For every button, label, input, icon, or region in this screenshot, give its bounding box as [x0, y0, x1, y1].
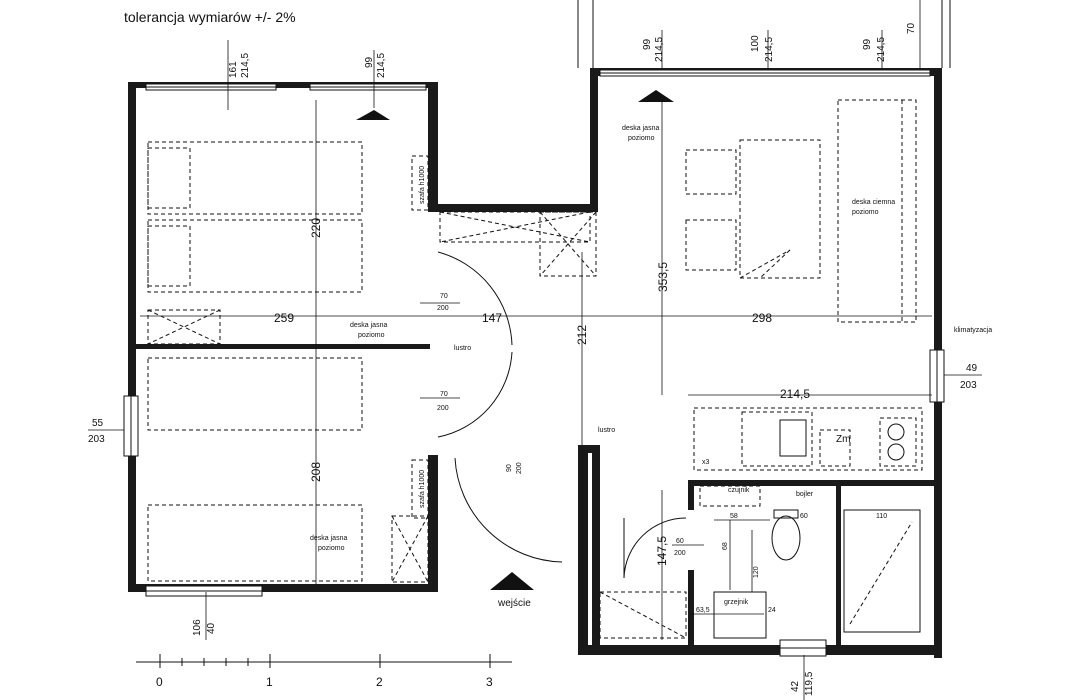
tolerance-note: tolerancja wymiarów +/- 2%: [124, 9, 296, 25]
right-window-w: 49: [966, 363, 978, 374]
left-window-h: 203: [88, 434, 105, 445]
dim-212: 212: [575, 325, 589, 345]
door2-h: 200: [437, 405, 449, 412]
scale-bar: 0 1 2 3: [136, 654, 512, 689]
dim-99-a: 99: [364, 56, 375, 68]
dim-214-5-d: 214,5: [764, 37, 775, 62]
bath-window-w: 42: [790, 680, 801, 692]
right-window-h: 203: [960, 380, 977, 391]
dim-259: 259: [274, 311, 294, 325]
dim-99-b: 99: [642, 38, 653, 50]
label-x3: x3: [702, 459, 710, 466]
shower-110: 110: [876, 513, 887, 520]
dim-353-5: 353,5: [656, 262, 670, 292]
dim-147-width: 147: [482, 311, 502, 325]
walls: [128, 68, 942, 658]
label-lustro-1: lustro: [454, 345, 471, 352]
label-wejscie: wejście: [497, 598, 531, 609]
terrace-guides: [577, 0, 951, 68]
scale-tick-0: 0: [156, 675, 163, 689]
dim-214-5-c: 214,5: [654, 37, 665, 62]
bath-door-w: 60: [676, 538, 684, 545]
label-szafa-2: szafa h1000: [419, 470, 426, 508]
label-bojler: bojler: [796, 491, 814, 498]
dim-208: 208: [309, 462, 323, 482]
dimension-lines: [88, 0, 982, 700]
dim-147-5: 147,5: [655, 536, 669, 566]
bath-63-5: 63,5: [696, 607, 710, 614]
terrace-marker: [638, 90, 674, 102]
label-deska-jasna-2: deska jasna: [622, 125, 659, 132]
label-szafa-1: szafa h1000: [419, 166, 426, 204]
dim-298: 298: [752, 311, 772, 325]
dim-161: 161: [228, 61, 239, 78]
dim-220: 220: [309, 218, 323, 238]
bottom-window-h: 40: [206, 622, 217, 634]
label-deska-jasna-3: deska jasna: [310, 535, 347, 542]
top-entry-marker: [356, 110, 390, 120]
label-deska-ciemna: deska ciemna: [852, 199, 895, 206]
label-klimatyzacja: klimatyzacja: [954, 327, 992, 334]
door1-w: 70: [440, 293, 448, 300]
label-zm: Zm: [836, 434, 850, 445]
scale-tick-1: 1: [266, 675, 273, 689]
furniture: [147, 99, 923, 639]
dimension-labels: 161 214,5 99 214,5 99 214,5 100 214,5 99…: [88, 22, 978, 696]
scale-minor-ticks: [181, 658, 249, 666]
bath-120: 120: [753, 566, 760, 578]
bath-68: 68: [722, 542, 729, 550]
label-czujnik: czujnik: [728, 487, 750, 494]
entry-door-w: 90: [506, 464, 513, 472]
left-window-w: 55: [92, 418, 104, 429]
label-poziomo-1: poziomo: [358, 332, 385, 339]
scale-tick-3: 3: [486, 675, 493, 689]
label-lustro-2: lustro: [598, 427, 615, 434]
dim-kitchen-214-5: 214,5: [780, 387, 810, 401]
bath-door-h: 200: [674, 550, 686, 557]
bath-24: 24: [768, 607, 776, 614]
label-poziomo-4: poziomo: [852, 209, 879, 216]
dim-214-5-a: 214,5: [240, 53, 251, 78]
label-grzejnik: grzejnik: [724, 599, 749, 606]
bath-60: 60: [800, 513, 808, 520]
bath-window-h: 119,5: [804, 671, 815, 696]
doors: [437, 251, 687, 579]
scale-tick-2: 2: [376, 675, 383, 689]
bath-58: 58: [730, 513, 738, 520]
windows: [123, 69, 945, 657]
label-deska-jasna-1: deska jasna: [350, 322, 387, 329]
door1-h: 200: [437, 305, 449, 312]
dim-70-terrace: 70: [906, 22, 917, 34]
dim-214-5-b: 214,5: [376, 53, 387, 78]
dim-100: 100: [750, 35, 761, 52]
label-poziomo-3: poziomo: [318, 545, 345, 552]
room-labels: deska jasna poziomo deska jasna poziomo …: [310, 125, 992, 609]
dim-99-c: 99: [862, 38, 873, 50]
label-poziomo-2: poziomo: [628, 135, 655, 142]
entrance-marker: [490, 572, 534, 590]
door2-w: 70: [440, 391, 448, 398]
dim-214-5-e: 214,5: [876, 37, 887, 62]
entry-door-h: 200: [516, 462, 523, 474]
bottom-window-w: 106: [192, 619, 203, 636]
